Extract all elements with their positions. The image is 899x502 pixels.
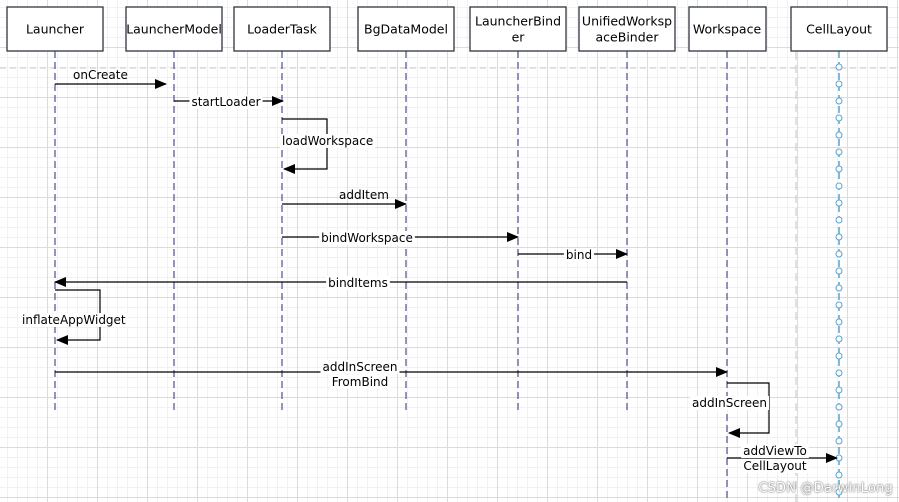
lifeline-knot bbox=[835, 63, 843, 71]
message-add-in-screen: addInScreen bbox=[690, 382, 770, 438]
message-load-workspace: loadWorkspace bbox=[280, 118, 376, 174]
message-label: addViewTo bbox=[743, 444, 807, 458]
message-label: inflateAppWidget bbox=[22, 313, 126, 327]
message-label-background bbox=[741, 459, 809, 473]
message-inflate-app-widget: inflateAppWidget bbox=[20, 289, 128, 345]
message-label: loadWorkspace bbox=[282, 134, 373, 148]
participant-label: Launcher bbox=[26, 22, 85, 37]
message-bind-items: bindItems bbox=[54, 276, 627, 290]
participant-box bbox=[233, 6, 331, 52]
lifeline-knot bbox=[835, 199, 843, 207]
lifeline-knot bbox=[835, 216, 843, 224]
lifeline-knot bbox=[835, 318, 843, 326]
message-label-background bbox=[329, 375, 391, 389]
lifeline-knot bbox=[835, 335, 843, 343]
participant-box bbox=[357, 6, 455, 52]
lifeline-knot bbox=[835, 80, 843, 88]
lifeline-knot bbox=[835, 233, 843, 241]
participant-label: LoaderTask bbox=[247, 22, 318, 37]
lifeline-knot bbox=[835, 420, 843, 428]
lifeline-knot bbox=[835, 488, 843, 496]
message-label-background bbox=[690, 396, 769, 410]
lifeline-knot bbox=[835, 301, 843, 309]
message-label-background bbox=[320, 360, 400, 374]
participant-workspace: Workspace bbox=[688, 6, 767, 52]
message-bind-workspace: bindWorkspace bbox=[282, 231, 519, 245]
lifeline-knot bbox=[835, 131, 843, 139]
message-label-background bbox=[741, 444, 809, 458]
participant-box bbox=[6, 6, 104, 52]
message-label: addInScreen bbox=[323, 360, 398, 374]
participant-label: aceBinder bbox=[596, 30, 660, 45]
message-label-background bbox=[319, 231, 415, 245]
lifeline-knot bbox=[835, 267, 843, 275]
participant-label: Workspace bbox=[693, 22, 762, 37]
lifeline-knot bbox=[835, 114, 843, 122]
participant-box bbox=[688, 6, 767, 52]
message-label-background bbox=[20, 313, 128, 327]
message-start-loader: startLoader bbox=[174, 95, 284, 109]
message-on-create: onCreate bbox=[55, 68, 167, 89]
participant-box bbox=[790, 6, 888, 52]
message-label: addItem bbox=[339, 188, 389, 202]
lifeline-knot bbox=[835, 165, 843, 173]
participant-box bbox=[469, 6, 567, 52]
lifeline-knot bbox=[835, 284, 843, 292]
message-label-background bbox=[563, 248, 595, 262]
participant-launcher-model: LauncherModel bbox=[125, 6, 223, 52]
lifeline-cell-layout bbox=[835, 51, 843, 502]
message-label: bindWorkspace bbox=[321, 231, 413, 245]
lifeline-knot bbox=[835, 471, 843, 479]
participant-label: er bbox=[512, 30, 526, 45]
lifeline-knot bbox=[835, 386, 843, 394]
participant-label: UnifiedWorksp bbox=[582, 14, 672, 29]
participant-label: LauncherModel bbox=[126, 22, 222, 37]
participant-label: CellLayout bbox=[806, 22, 872, 37]
message-label: CellLayout bbox=[743, 459, 807, 473]
lifeline-knot bbox=[835, 403, 843, 411]
message-label: onCreate bbox=[73, 68, 128, 82]
participant-cell-layout: CellLayout bbox=[790, 6, 888, 52]
lifeline-knot bbox=[835, 148, 843, 156]
lifeline-knot bbox=[835, 369, 843, 377]
lifeline-knot bbox=[835, 352, 843, 360]
message-label-background bbox=[326, 276, 390, 290]
participant-loader-task: LoaderTask bbox=[233, 6, 331, 52]
participant-label: LauncherBind bbox=[475, 14, 561, 29]
participant-box bbox=[125, 6, 223, 52]
lifeline-knot bbox=[835, 250, 843, 258]
message-label: FromBind bbox=[332, 375, 389, 389]
lifeline-knot bbox=[835, 437, 843, 445]
message-label: addInScreen bbox=[692, 396, 767, 410]
message-label: startLoader bbox=[191, 95, 260, 109]
participant-launcher: Launcher bbox=[6, 6, 104, 52]
watermark-text: CSDN @DarwinLong bbox=[758, 481, 893, 496]
lifeline-knot bbox=[835, 97, 843, 105]
participant-label: BgDataModel bbox=[364, 22, 448, 37]
lifeline-knot bbox=[835, 182, 843, 190]
message-bind: bind bbox=[518, 248, 628, 262]
message-label-background bbox=[189, 95, 263, 109]
participant-box bbox=[578, 6, 676, 52]
message-label-background bbox=[280, 134, 376, 148]
participant-bg-data-model: BgDataModel bbox=[357, 6, 455, 52]
message-label: bind bbox=[566, 248, 592, 262]
message-add-item: addItem bbox=[282, 188, 407, 209]
message-label: bindItems bbox=[328, 276, 388, 290]
